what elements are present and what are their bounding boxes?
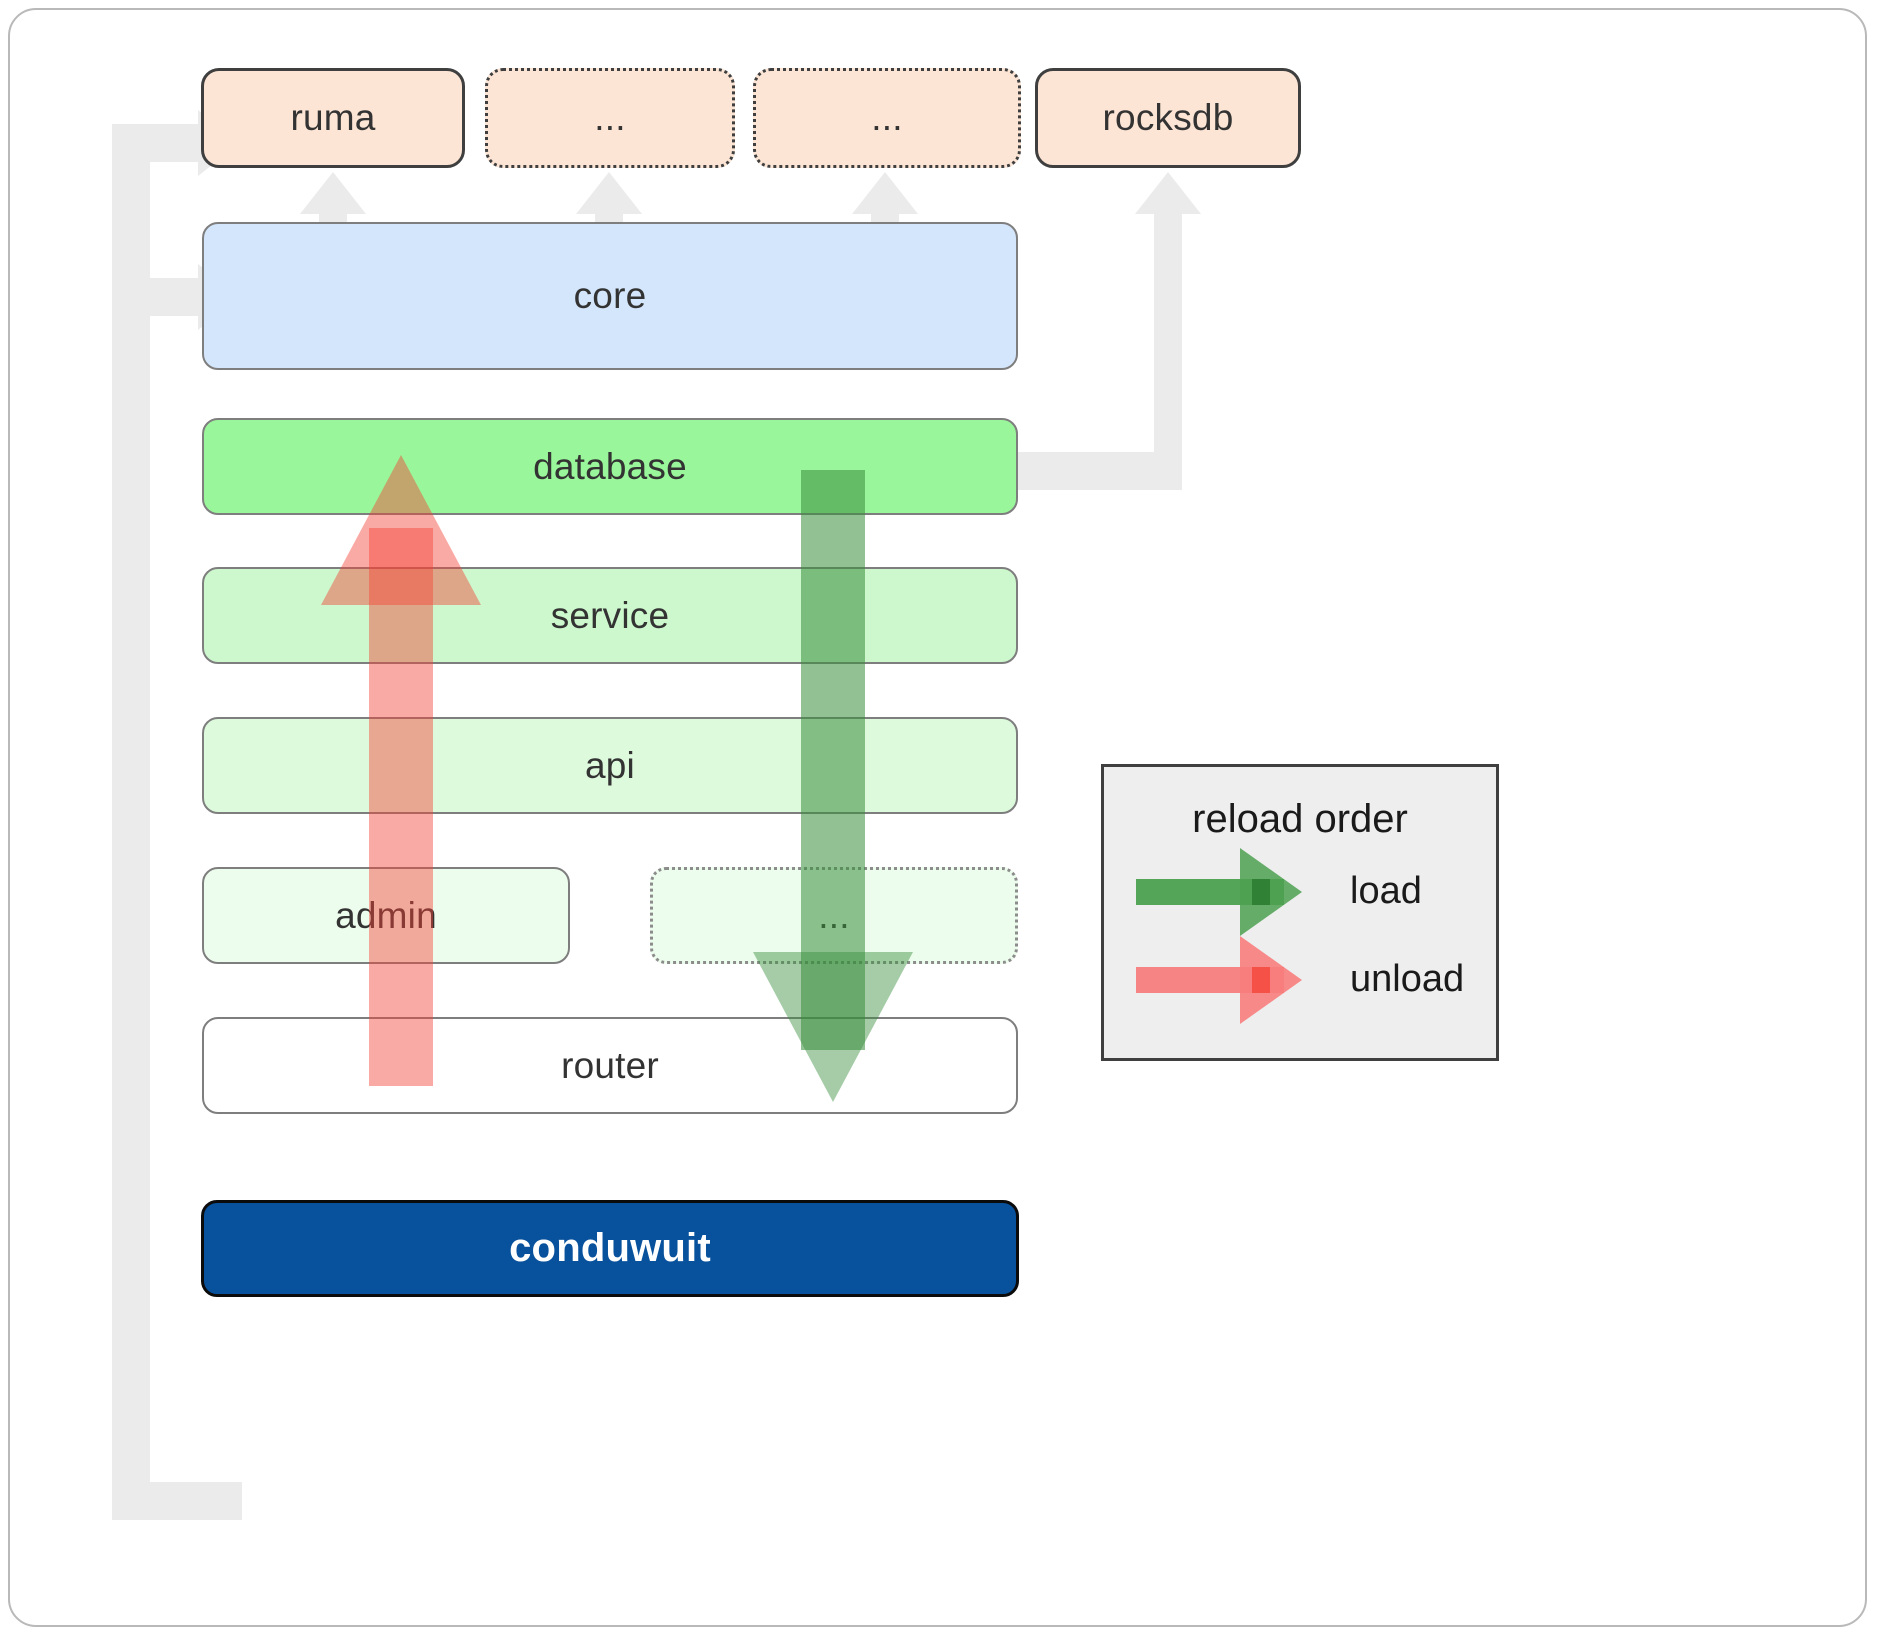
connector-core-to-ruma-head xyxy=(300,172,366,214)
dependency-label: ruma xyxy=(290,97,376,138)
connector-core-to-dep2-head xyxy=(576,172,642,214)
layer-box-router[interactable]: router xyxy=(202,1017,1018,1114)
connector-db-to-rocksdb-horizontal xyxy=(1000,452,1178,490)
legend-title: reload order xyxy=(1192,797,1408,841)
dependency-box-rocksdb[interactable]: rocksdb xyxy=(1035,68,1301,168)
layer-label: service xyxy=(550,594,670,636)
legend-load-arrowhead xyxy=(1240,848,1302,936)
legend-unload-label: unload xyxy=(1350,958,1465,1000)
layer-label: database xyxy=(533,445,687,487)
connector-trunk-vertical xyxy=(112,132,150,1520)
dependency-box-2[interactable]: ... xyxy=(485,68,735,168)
layer-box-service[interactable]: service xyxy=(202,567,1018,664)
layer-label: core xyxy=(573,275,647,316)
layer-label: api xyxy=(585,744,635,786)
connector-core-to-dep3-head xyxy=(852,172,918,214)
unload-arrow-shaft xyxy=(369,528,433,1086)
dependency-box-3[interactable]: ... xyxy=(753,68,1021,168)
connector-db-to-rocksdb-vertical xyxy=(1154,193,1182,490)
layer-box-admin[interactable]: admin xyxy=(202,867,570,964)
layer-box-api[interactable]: api xyxy=(202,717,1018,814)
connector-db-to-rocksdb-head xyxy=(1135,172,1201,214)
legend-unload-notch xyxy=(1252,967,1270,993)
legend-load-notch xyxy=(1252,879,1270,905)
load-arrow-shaft xyxy=(801,470,865,1050)
legend-unload-arrowhead xyxy=(1240,936,1302,1024)
legend-panel: reload order load unload xyxy=(1101,764,1499,1061)
dependency-label: rocksdb xyxy=(1102,97,1234,138)
legend-load-label: load xyxy=(1350,870,1422,912)
load-arrow-head xyxy=(753,952,913,1102)
layer-label: admin xyxy=(335,894,437,936)
layer-box-core[interactable]: core xyxy=(202,222,1018,370)
dependency-label: ... xyxy=(871,97,903,138)
connector-trunk-to-app xyxy=(112,1482,242,1520)
application-label: conduwuit xyxy=(509,1226,711,1270)
unload-arrow-head xyxy=(321,455,481,605)
dependency-box-ruma[interactable]: ruma xyxy=(201,68,465,168)
layer-label: router xyxy=(561,1044,659,1086)
application-box-conduwuit[interactable]: conduwuit xyxy=(201,1200,1019,1297)
dependency-label: ... xyxy=(594,97,626,138)
layer-box-database[interactable]: database xyxy=(202,418,1018,515)
